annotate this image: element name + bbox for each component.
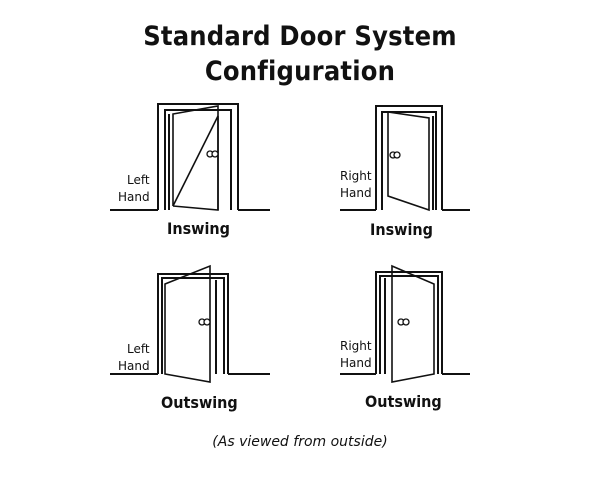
- door-left-outswing: [110, 264, 270, 383]
- title-line-2: Configuration: [204, 56, 396, 87]
- door-right-inswing: [340, 105, 470, 212]
- swing-label-right-inswing: Inswing: [370, 220, 433, 239]
- door-left-inswing: [110, 103, 270, 211]
- swing-label-left-outswing: Outswing: [161, 393, 238, 412]
- swing-label-left-inswing: Inswing: [167, 219, 230, 238]
- title-line-1: Standard Door System: [143, 21, 457, 52]
- footnote: (As viewed from outside): [212, 434, 388, 450]
- door-right-outswing: [340, 264, 470, 383]
- swing-label-right-outswing: Outswing: [365, 392, 442, 411]
